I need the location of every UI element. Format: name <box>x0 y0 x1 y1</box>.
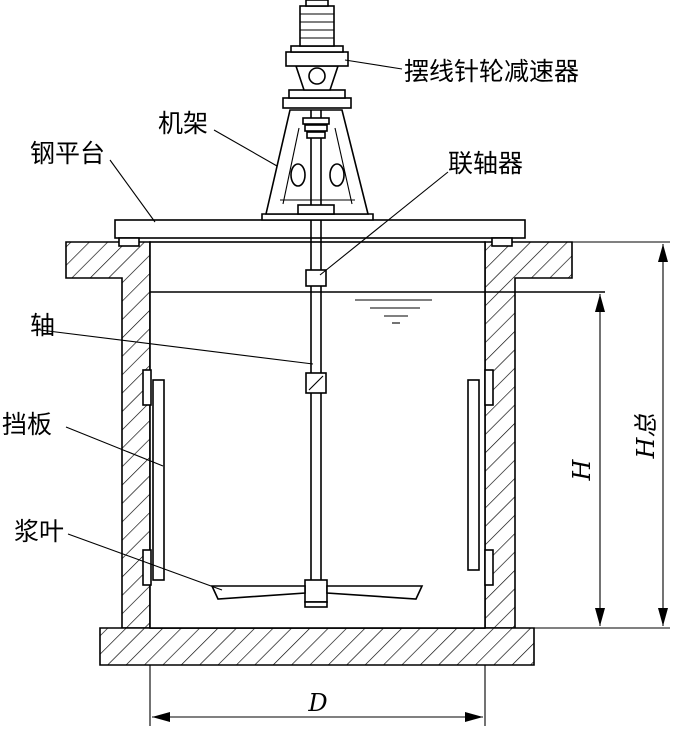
frame <box>261 109 374 221</box>
label-liquid-height: H <box>568 458 596 481</box>
impeller <box>210 579 424 608</box>
dimension-total-height: H总 <box>534 241 670 629</box>
tank-cavity <box>149 241 486 629</box>
leader-coupling <box>319 171 449 276</box>
liquid-surface-symbol <box>355 299 432 324</box>
baffle-left <box>142 369 165 586</box>
tank-wall-left <box>65 241 151 629</box>
leader-impeller <box>67 533 223 591</box>
leader-frame <box>213 129 278 167</box>
leader-shaft <box>39 329 314 365</box>
leader-platform <box>109 159 156 223</box>
leader-reducer <box>344 59 403 70</box>
label-baffle: 挡板 <box>2 410 52 439</box>
coupling-lower <box>305 372 327 394</box>
label-total-height: H总 <box>632 414 660 460</box>
label-coupling: 联轴器 <box>448 149 523 178</box>
label-reducer: 摆线针轮减速器 <box>404 57 579 86</box>
tank-bottom <box>99 627 535 666</box>
label-shaft: 轴 <box>30 311 55 340</box>
tank-wall-right <box>484 241 573 629</box>
baffle-right <box>467 369 494 586</box>
leader-baffle <box>65 426 164 467</box>
label-impeller: 浆叶 <box>14 517 64 546</box>
label-diameter: D <box>307 689 327 717</box>
label-platform: 钢平台 <box>30 139 105 168</box>
leader-lines <box>39 59 449 591</box>
dimension-diameter: D <box>149 665 486 726</box>
label-frame: 机架 <box>158 109 208 138</box>
dimension-liquid-height: H <box>568 294 605 626</box>
reducer <box>282 0 352 109</box>
